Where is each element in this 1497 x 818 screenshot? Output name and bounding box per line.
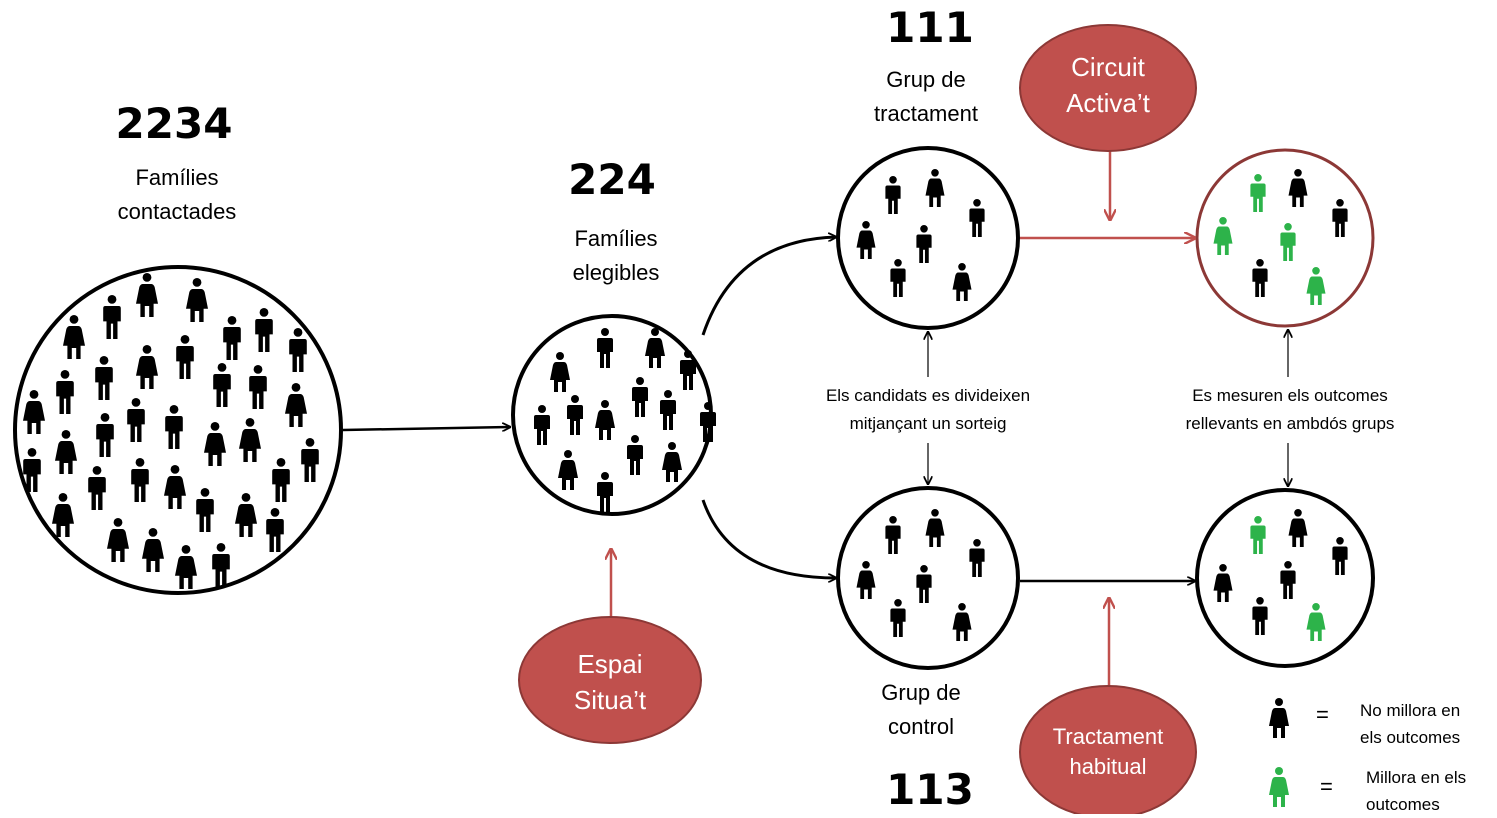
contacted-label-line2: contactades	[117, 199, 237, 224]
espai-line2: Situa’t	[573, 685, 647, 715]
eligible-label: Famílies elegibles	[516, 222, 716, 290]
espai-situat-text: Espai Situa’t	[530, 646, 690, 718]
eligible-count: 224	[568, 155, 656, 204]
espai-line1: Espai	[577, 649, 643, 679]
legend-improvement-equals: =	[1320, 774, 1333, 799]
circuit-activat-text: Circuit Activa’t	[1028, 49, 1188, 121]
eligible-label-line2: elegibles	[572, 260, 660, 285]
legend-no-improvement-equals: =	[1316, 702, 1329, 727]
legend-improvement-line2: outcomes	[1366, 795, 1440, 814]
treatment-label-line1: Grup de	[886, 67, 966, 92]
control-label: Grup de control	[821, 676, 1021, 744]
arrow-eligible-to-treatment	[701, 237, 836, 336]
habitual-line1: Tractament	[1052, 724, 1164, 749]
control-label-line2: control	[887, 714, 955, 739]
treatment-count: 111	[886, 3, 974, 52]
control-count: 113	[886, 765, 974, 814]
measurement-line2: rellevants en ambdós grups	[1185, 414, 1395, 433]
eligible-label-line1: Famílies	[574, 226, 658, 251]
legend-no-improvement-line2: els outcomes	[1360, 728, 1461, 747]
randomization-line1: Els candidats es divideixen	[825, 386, 1031, 405]
tractament-habitual-text: Tractament habitual	[1018, 722, 1198, 782]
measurement-note: Es mesuren els outcomes rellevants en am…	[1150, 382, 1430, 438]
legend-no-improvement-text: No millora en els outcomes	[1360, 697, 1460, 751]
legend-improvement-line1: Millora en els	[1366, 768, 1467, 787]
legend-improvement-text: Millora en els outcomes	[1366, 764, 1466, 818]
espai-situat-oval	[518, 616, 702, 744]
contacted-count: 2234	[115, 99, 233, 148]
randomization-note: Els candidats es divideixen mitjançant u…	[788, 382, 1068, 438]
legend-no-improvement-person-icon	[1269, 698, 1289, 738]
circuit-line2: Activa’t	[1066, 88, 1150, 118]
circuit-line1: Circuit	[1071, 52, 1145, 82]
control-label-line1: Grup de	[881, 680, 961, 705]
tractament-habitual-oval	[1019, 685, 1197, 814]
habitual-line2: habitual	[1069, 754, 1147, 779]
legend-improvement-person-icon	[1269, 767, 1289, 807]
contacted-label: Famílies contactades	[77, 161, 277, 229]
legend-no-improvement-line1: No millora en	[1360, 701, 1461, 720]
treatment-label-line2: tractament	[874, 101, 978, 126]
arrow-contacted-to-eligible	[342, 427, 510, 430]
contacted-label-line1: Famílies	[135, 165, 219, 190]
randomization-line2: mitjançant un sorteig	[849, 414, 1007, 433]
circuit-activat-oval	[1019, 24, 1197, 152]
measurement-line1: Es mesuren els outcomes	[1192, 386, 1388, 405]
treatment-label: Grup de tractament	[826, 63, 1026, 131]
arrow-eligible-to-control	[701, 499, 836, 578]
